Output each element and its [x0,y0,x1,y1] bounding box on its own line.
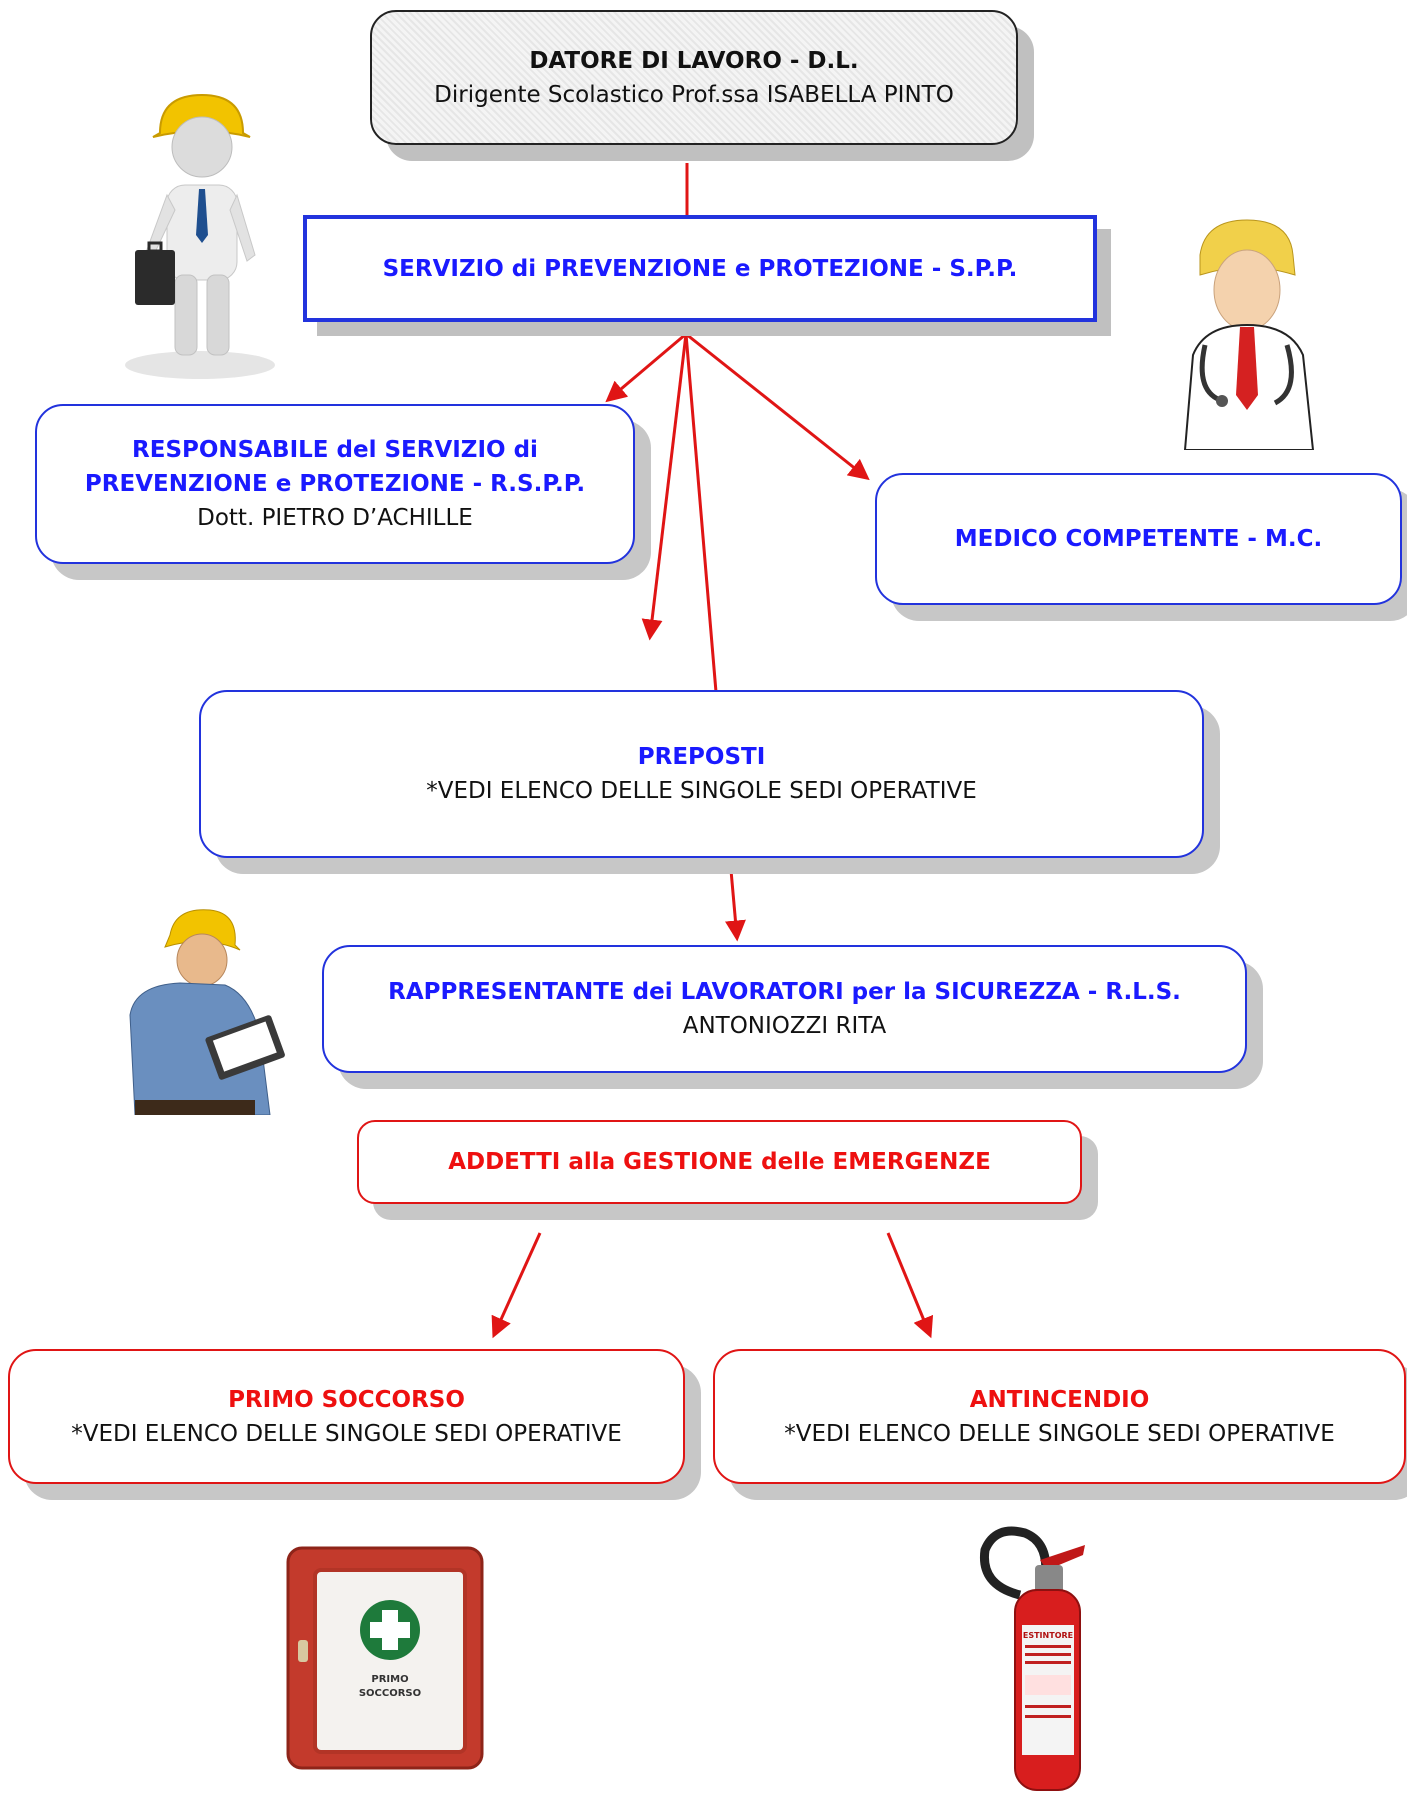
spp-box: SERVIZIO di PREVENZIONE e PROTEZIONE - S… [303,215,1097,322]
primo-soccorso-title: PRIMO SOCCORSO [228,1386,465,1413]
rspp-subtitle: Dott. PIETRO D’ACHILLE [197,505,473,531]
worker-with-briefcase-icon [125,93,275,379]
antincendio-box: ANTINCENDIO *VEDI ELENCO DELLE SINGOLE S… [713,1349,1406,1484]
first-aid-label-line2: SOCCORSO [359,1688,421,1699]
rls-subtitle: ANTONIOZZI RITA [682,1013,887,1039]
addetti-emergenze-box: ADDETTI alla GESTIONE delle EMERGENZE [357,1120,1082,1204]
rspp-box: RESPONSABILE del SERVIZIO di PREVENZIONE… [35,404,635,564]
rspp-title-line2: PREVENZIONE e PROTEZIONE - R.S.P.P. [84,471,586,497]
arrow-addetti-to-antincendio [886,1232,934,1339]
first-aid-cabinet-icon: PRIMO SOCCORSO [286,1546,484,1770]
datore-title: DATORE DI LAVORO - D.L. [529,47,859,74]
mc-title: MEDICO COMPETENTE - M.C. [954,526,1323,552]
fire-extinguisher-icon: ESTINTORE [979,1526,1085,1791]
rls-title: RAPPRESENTANTE dei LAVORATORI per la SIC… [388,979,1181,1005]
rspp-title-line1: RESPONSABILE del SERVIZIO di [132,437,538,463]
datore-subtitle: Dirigente Scolastico Prof.ssa ISABELLA P… [434,81,954,108]
antincendio-subtitle: *VEDI ELENCO DELLE SINGOLE SEDI OPERATIV… [784,1420,1335,1447]
doctor-icon [1183,219,1315,450]
medico-competente-box: MEDICO COMPETENTE - M.C. [875,473,1402,605]
arrow-spp-down [641,333,688,641]
antincendio-title: ANTINCENDIO [969,1386,1150,1413]
extinguisher-label: ESTINTORE [1023,1631,1073,1640]
arrow-spp-to-mc [685,332,870,481]
preposti-subtitle: *VEDI ELENCO DELLE SINGOLE SEDI OPERATIV… [426,778,977,804]
arrow-addetti-to-primo-soccorso [491,1232,542,1339]
inspector-with-clipboard-icon [129,909,285,1115]
addetti-title: ADDETTI alla GESTIONE delle EMERGENZE [448,1149,991,1175]
preposti-title: PREPOSTI [637,744,766,770]
primo-soccorso-box: PRIMO SOCCORSO *VEDI ELENCO DELLE SINGOL… [8,1349,685,1484]
rls-box: RAPPRESENTANTE dei LAVORATORI per la SIC… [322,945,1247,1073]
datore-di-lavoro-box: DATORE DI LAVORO - D.L. Dirigente Scolas… [370,10,1018,145]
arrow-spp-to-rspp [605,332,687,403]
arrow-preposti-to-rls [724,858,746,942]
primo-soccorso-subtitle: *VEDI ELENCO DELLE SINGOLE SEDI OPERATIV… [71,1420,622,1447]
preposti-box: PREPOSTI *VEDI ELENCO DELLE SINGOLE SEDI… [199,690,1204,858]
line-spp-to-preposti [684,333,718,693]
first-aid-label-line1: PRIMO [371,1674,408,1685]
spp-title: SERVIZIO di PREVENZIONE e PROTEZIONE - S… [382,255,1018,282]
